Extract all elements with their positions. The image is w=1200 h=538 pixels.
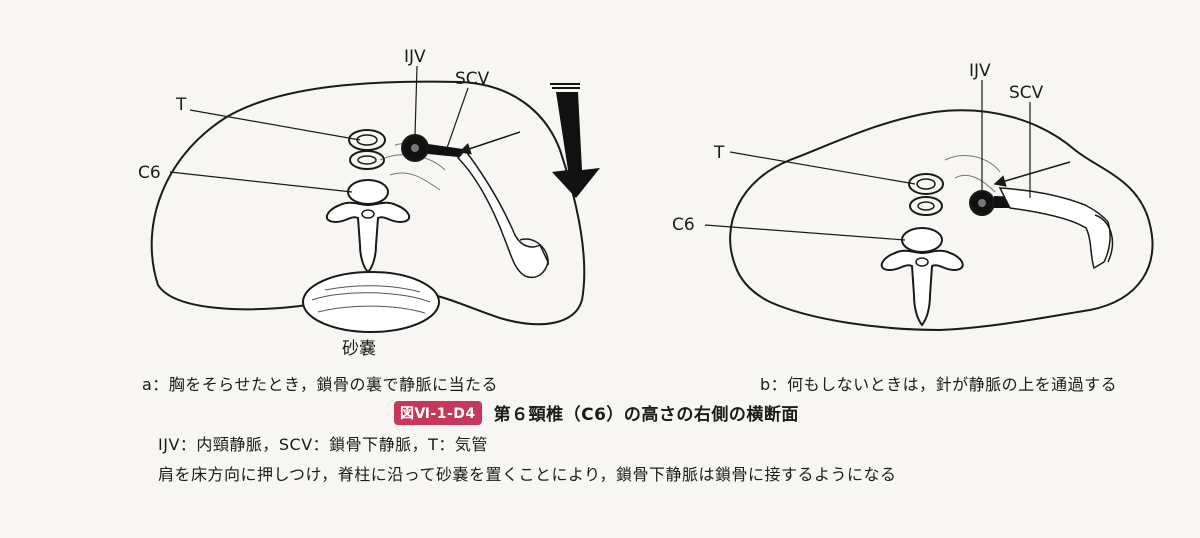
panel-a-needle-arrow-icon	[458, 131, 521, 155]
panel-a-trachea	[348, 129, 386, 170]
panel-a-label-scv: SCV	[455, 69, 490, 89]
abbreviation-legend: IJV：内頸静脈，SCV：鎖骨下静脈，T：気管	[158, 435, 488, 454]
panel-b-label-ijv: IJV	[969, 61, 991, 81]
panel-b-vertebra-c6	[880, 227, 964, 327]
figure-title: 第６頸椎（C6）の高さの右側の横断面	[493, 405, 799, 425]
panel-b-clavicle	[998, 187, 1111, 270]
figure-note: 肩を床方向に押しつけ，脊柱に沿って砂嚢を置くことにより，鎖骨下静脈は鎖骨に接する…	[158, 465, 897, 484]
panel-a: IJV SCV T C6 砂嚢	[138, 47, 600, 359]
panel-a-scv	[428, 144, 470, 158]
panel-a-label-ijv: IJV	[404, 47, 426, 67]
panel-a-label-c6: C6	[138, 163, 161, 183]
panel-a-sandbag	[302, 271, 440, 333]
figure-title-row: 図Ⅵ-1-D4 第６頸椎（C6）の高さの右側の横断面	[394, 400, 799, 425]
panel-a-label-sandbag: 砂嚢	[342, 339, 376, 359]
panel-a-clavicle	[456, 148, 549, 279]
panel-b-label-trachea: T	[713, 143, 725, 163]
figure-number-badge: 図Ⅵ-1-D4	[394, 400, 482, 425]
panel-a-ijv	[401, 134, 429, 162]
panel-b-trachea	[908, 173, 944, 216]
panel-a-caption: a：胸をそらせたとき，鎖骨の裏で静脈に当たる	[142, 375, 499, 394]
panel-a-label-trachea: T	[175, 95, 187, 115]
panel-b-caption: b：何もしないときは，針が静脈の上を通過する	[760, 375, 1118, 394]
panel-b-label-scv: SCV	[1009, 83, 1044, 103]
panel-b-needle-arrow-icon	[993, 161, 1071, 187]
panel-b-ijv	[969, 190, 995, 216]
panel-b-neck-outline	[729, 109, 1154, 332]
panel-a-vertebra-c6	[325, 179, 411, 274]
panel-a-pressure-arrow-icon	[550, 83, 600, 198]
panel-b: IJV SCV T C6	[672, 61, 1154, 332]
panel-b-label-c6: C6	[672, 215, 695, 235]
